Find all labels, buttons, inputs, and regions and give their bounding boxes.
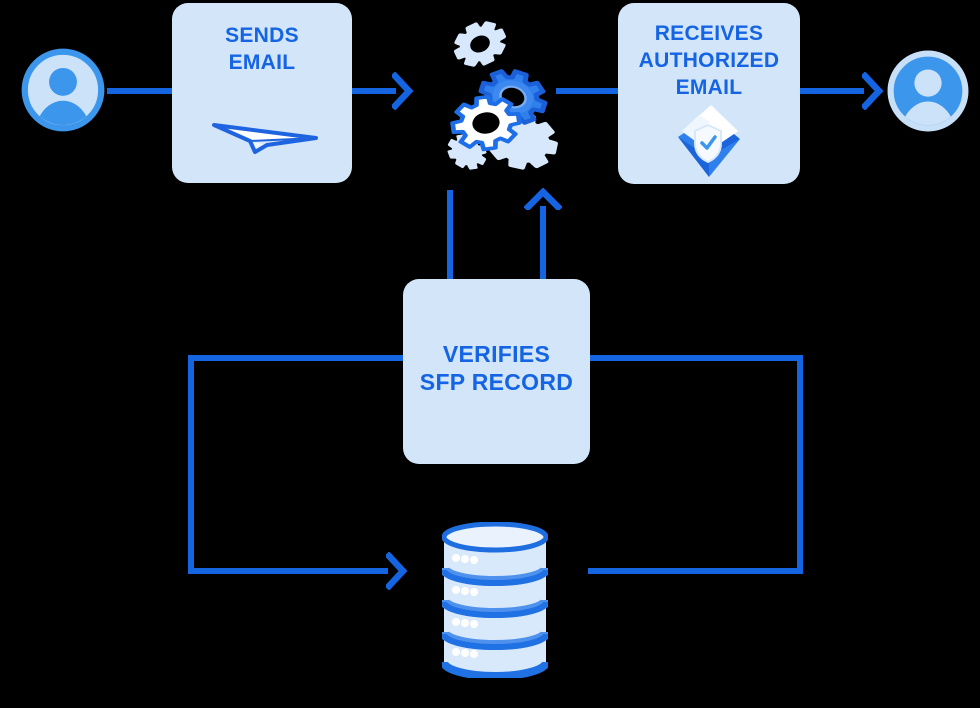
line-processor-to-verify-box <box>447 190 453 279</box>
label-line: AUTHORIZED <box>638 49 780 72</box>
gear-small-light <box>449 16 510 72</box>
arrowhead-right-icon <box>386 552 408 590</box>
database-dots <box>452 554 478 658</box>
user-icon <box>887 50 969 132</box>
label-line: SENDS <box>225 24 299 47</box>
arrow-line-sends-to-processor <box>352 88 396 94</box>
sends-email-box: SENDS EMAIL <box>172 3 352 183</box>
line-processor-to-receives-box <box>556 88 618 94</box>
label-line: SFP RECORD <box>419 369 574 395</box>
verifies-spf-box: VERIFIES SFP RECORD <box>403 279 590 464</box>
receives-email-label: RECEIVES AUTHORIZED EMAIL <box>618 3 800 101</box>
receives-email-box: RECEIVES AUTHORIZED EMAIL <box>618 3 800 184</box>
line-verify-loop-left-vertical <box>188 355 194 574</box>
gear-white <box>450 93 523 153</box>
line-database-to-loop <box>588 568 800 574</box>
label-line: EMAIL <box>675 76 743 99</box>
line-verify-loop-right-top <box>590 355 803 361</box>
arrow-line-receives-to-receiver <box>800 88 864 94</box>
gears-icon <box>441 0 575 176</box>
arrowhead-right-icon <box>392 72 414 110</box>
arrow-line-loop-to-database <box>188 568 388 574</box>
label-line: VERIFIES <box>442 341 551 367</box>
arrowhead-right-icon <box>862 72 884 110</box>
label-line: RECEIVES <box>654 22 764 45</box>
paper-plane-icon <box>212 123 318 154</box>
arrow-line-verify-box-to-processor <box>540 206 546 279</box>
database-icon <box>442 522 548 678</box>
verifies-spf-label: VERIFIES SFP RECORD <box>403 279 590 396</box>
user-icon <box>21 48 105 132</box>
sends-email-label: SENDS EMAIL <box>172 3 352 76</box>
line-verify-loop-left-top <box>188 355 403 361</box>
line-verify-loop-right-vertical <box>797 355 803 574</box>
label-line: EMAIL <box>228 51 296 74</box>
secure-envelope-icon <box>678 105 740 177</box>
arrowhead-up-icon <box>524 188 562 210</box>
line-sender-to-sends-box <box>107 88 172 94</box>
